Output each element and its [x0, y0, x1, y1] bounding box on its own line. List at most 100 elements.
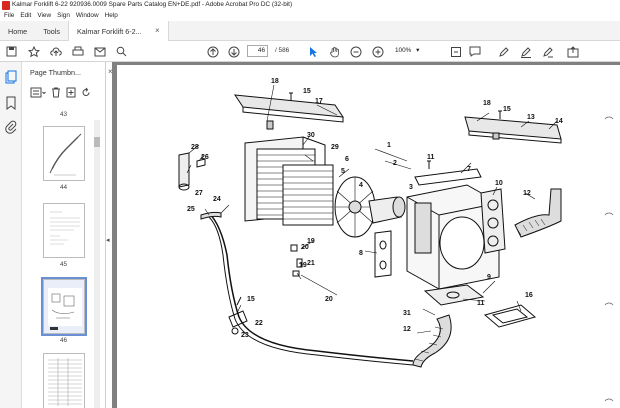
attachments-icon[interactable]: [5, 120, 17, 134]
zoom-level: 100%: [395, 47, 412, 54]
thumbnail-page-44[interactable]: [43, 126, 85, 181]
thumbnail-label-44: 44: [60, 184, 68, 191]
callout-25: 25: [187, 206, 195, 213]
search-icon[interactable]: [115, 45, 128, 58]
tab-home[interactable]: Home: [8, 27, 28, 36]
menu-window[interactable]: Window: [75, 12, 99, 19]
callout-23: 23: [241, 332, 249, 339]
menu-bar: File Edit View Sign Window Help: [0, 11, 620, 21]
menu-edit[interactable]: Edit: [20, 12, 32, 19]
callout-22: 22: [255, 320, 263, 327]
close-panel-icon[interactable]: ×: [108, 67, 113, 76]
acrobat-icon: [2, 1, 10, 10]
hand-tool-icon[interactable]: [328, 45, 341, 58]
menu-view[interactable]: View: [37, 12, 52, 19]
highlight-pen-icon[interactable]: [497, 45, 510, 58]
menu-file[interactable]: File: [4, 12, 15, 19]
panel-scrollbar[interactable]: [94, 120, 100, 408]
callout-30: 30: [307, 132, 315, 139]
panel-title: Page Thumbn...: [30, 68, 82, 77]
next-page-icon[interactable]: [227, 45, 240, 58]
document-viewer[interactable]: 18 15 17 30 29 6 1 2 3 4 5 11 7 8 10 12 …: [112, 62, 620, 408]
callout-11b: 11: [477, 300, 485, 307]
thumbnail-page-45[interactable]: [43, 203, 85, 258]
callout-15c: 15: [247, 296, 255, 303]
share-icon[interactable]: [566, 45, 579, 58]
callout-12b: 12: [403, 326, 411, 333]
callout-5: 5: [341, 168, 345, 175]
callout-20a: 20: [301, 244, 309, 251]
zoom-out-icon[interactable]: [349, 45, 362, 58]
upload-cloud-icon[interactable]: [49, 45, 62, 58]
thumbnail-label-46: 46: [60, 337, 68, 344]
callout-11a: 11: [427, 154, 435, 161]
zoom-in-icon[interactable]: [371, 45, 384, 58]
callout-18b: 18: [483, 100, 491, 107]
callout-10: 10: [495, 180, 503, 187]
callout-2: 2: [393, 160, 397, 167]
thumbnail-label-45: 45: [60, 261, 68, 268]
callout-16: 16: [525, 292, 533, 299]
exploded-parts-diagram: 18 15 17 30 29 6 1 2 3 4 5 11 7 8 10 12 …: [178, 78, 614, 402]
tab-document[interactable]: Kalmar Forklift 6-2... ×: [67, 21, 169, 41]
sign-icon[interactable]: [519, 45, 532, 58]
callout-17: 17: [315, 98, 323, 105]
print-icon[interactable]: [71, 45, 84, 58]
page-number-input[interactable]: 46: [247, 45, 268, 57]
zoom-dropdown[interactable]: 100% ▾: [391, 45, 423, 57]
callout-26: 26: [201, 154, 209, 161]
email-icon[interactable]: [93, 45, 106, 58]
select-cursor-icon[interactable]: [306, 45, 319, 58]
toolbar: [0, 41, 620, 62]
pdf-page: 18 15 17 30 29 6 1 2 3 4 5 11 7 8 10 12 …: [117, 65, 620, 408]
thumbnail-page-46[interactable]: [41, 277, 87, 336]
callout-28: 28: [191, 144, 199, 151]
insert-page-icon[interactable]: [66, 87, 76, 101]
callout-3: 3: [409, 184, 413, 191]
page-total: / 586: [275, 47, 290, 54]
callout-7: 7: [467, 166, 471, 173]
chevron-down-icon: ▾: [416, 47, 420, 54]
panel-toolbar: [30, 87, 91, 101]
callout-19a: 19: [307, 238, 315, 245]
callout-15a: 15: [303, 88, 311, 95]
rotate-page-icon[interactable]: [81, 87, 91, 101]
save-icon[interactable]: [5, 45, 18, 58]
callout-13: 13: [527, 114, 535, 121]
collapse-panel-icon[interactable]: ◂: [106, 237, 110, 244]
tab-bar: Home Tools Kalmar Forklift 6-2... ×: [0, 21, 620, 41]
callout-9: 9: [487, 274, 491, 281]
callout-27: 27: [195, 190, 203, 197]
panel-scrollbar-thumb[interactable]: [94, 137, 100, 147]
callout-4: 4: [359, 182, 363, 189]
callout-31: 31: [403, 310, 411, 317]
comment-icon[interactable]: [468, 45, 481, 58]
tab-document-label: Kalmar Forklift 6-2...: [76, 27, 142, 36]
callout-20b: 20: [325, 296, 333, 303]
fill-sign-icon[interactable]: [541, 45, 554, 58]
left-nav-rail: [0, 62, 22, 408]
thumbnail-page-47[interactable]: [43, 353, 85, 408]
thumbnail-label-43: 43: [60, 111, 68, 118]
delete-page-icon[interactable]: [51, 87, 61, 101]
menu-help[interactable]: Help: [104, 12, 118, 19]
callout-19b: 19: [299, 262, 307, 269]
callout-21: 21: [307, 260, 315, 267]
page-thumbnails-icon[interactable]: [5, 70, 17, 84]
callout-15b: 15: [503, 106, 511, 113]
callout-6: 6: [345, 156, 349, 163]
callout-1: 1: [387, 142, 391, 149]
close-tab-icon[interactable]: ×: [155, 26, 160, 35]
menu-sign[interactable]: Sign: [57, 12, 70, 19]
window-title: Kalmar Forklift 6-22 920936.0009 Spare P…: [12, 1, 293, 8]
previous-page-icon[interactable]: [206, 45, 219, 58]
bookmark-star-icon[interactable]: [27, 45, 40, 58]
title-bar: Kalmar Forklift 6-22 920936.0009 Spare P…: [0, 0, 620, 11]
callout-12a: 12: [523, 190, 531, 197]
callout-29: 29: [331, 144, 339, 151]
thumbnail-options-icon[interactable]: [30, 87, 46, 101]
bookmarks-icon[interactable]: [5, 96, 17, 110]
fit-page-icon[interactable]: [449, 45, 462, 58]
tab-tools[interactable]: Tools: [43, 27, 60, 36]
callout-24: 24: [213, 196, 221, 203]
